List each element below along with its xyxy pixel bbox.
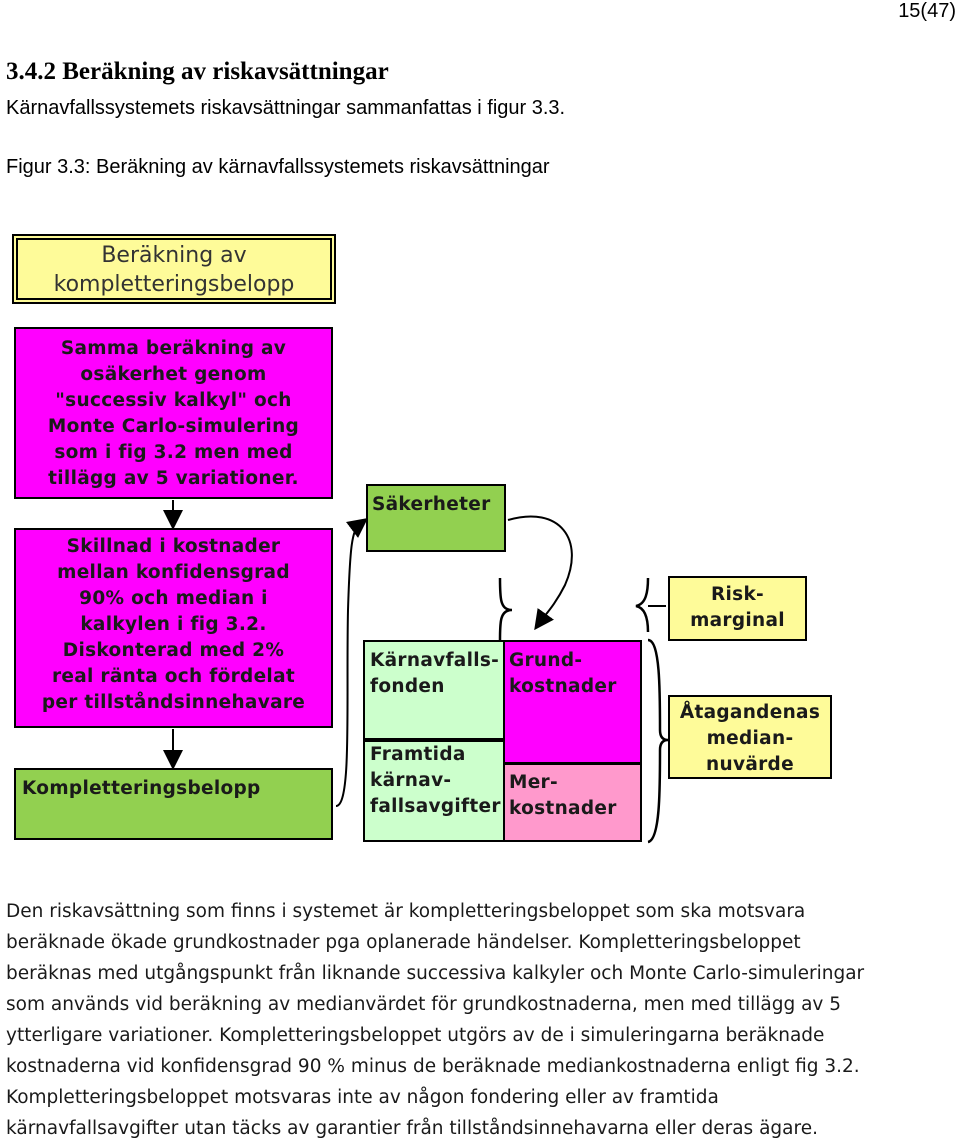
framtida-avgifter-box: Framtida kärnav- fallsavgifter bbox=[363, 740, 505, 842]
section-intro: Kärnavfallssystemets riskavsättningar sa… bbox=[6, 97, 566, 119]
sakerheter-box: Säkerheter bbox=[366, 484, 506, 552]
grund-line: Grund- bbox=[509, 650, 583, 671]
grund-line: kostnader bbox=[509, 676, 617, 697]
komplettering-label: Kompletteringsbelopp bbox=[22, 778, 261, 799]
samma-berakning-box: Samma beräkning av osäkerhet genom "succ… bbox=[14, 327, 333, 499]
merkostnader-box: Mer- kostnader bbox=[503, 763, 642, 842]
samma-line: Samma beräkning av bbox=[60, 338, 287, 359]
atagandenas-box: Åtagandenas median- nuvärde bbox=[668, 695, 832, 779]
body-line: som används vid beräkning av medianvärde… bbox=[6, 994, 842, 1015]
body-line: beräknas med utgångspunkt från liknande … bbox=[6, 963, 865, 984]
body-line: kostnaderna vid konfidensgrad 90 % minus… bbox=[6, 1056, 860, 1077]
skillnad-line: Skillnad i kostnader bbox=[66, 536, 281, 557]
fonden-line: Kärnavfalls- bbox=[370, 650, 500, 671]
title-box: Beräkning av kompletteringsbelopp bbox=[12, 234, 336, 304]
skillnad-line: mellan konfidensgrad bbox=[57, 562, 290, 583]
body-line: kärnavfallsavgifter utan täcks av garant… bbox=[6, 1118, 818, 1139]
ata-line: median- bbox=[706, 728, 794, 749]
fonden-line: fonden bbox=[370, 676, 445, 697]
skillnad-line: 90% och median i bbox=[79, 588, 268, 609]
skillnad-line: per tillståndsinnehavare bbox=[41, 692, 306, 713]
skillnad-line: real ränta och fördelat bbox=[51, 666, 295, 687]
skillnad-line: Diskonterad med 2% bbox=[62, 640, 285, 661]
page-number: 15(47) bbox=[898, 0, 956, 22]
framtida-line: kärnav- bbox=[370, 770, 452, 791]
samma-line: osäkerhet genom bbox=[80, 364, 267, 385]
risk-line: Risk- bbox=[710, 584, 765, 605]
framtida-line: fallsavgifter bbox=[370, 796, 501, 817]
samma-line: tillägg av 5 variationer. bbox=[48, 468, 299, 489]
body-line: Den riskavsättning som finns i systemet … bbox=[6, 901, 806, 922]
framtida-line: Framtida bbox=[370, 744, 466, 765]
grundkostnader-box: Grund- kostnader bbox=[503, 640, 642, 764]
mer-line: Mer- bbox=[509, 772, 558, 793]
title-line: Beräkning av bbox=[101, 243, 247, 268]
body-line: Kompletteringsbeloppet motsvaras inte av… bbox=[6, 1087, 719, 1108]
risk-line: marginal bbox=[690, 610, 785, 631]
sakerheter-label: Säkerheter bbox=[372, 494, 491, 515]
brace-riskmarginal bbox=[635, 577, 650, 633]
mer-line: kostnader bbox=[509, 798, 617, 819]
section-heading: 3.4.2 Beräkning av riskavsättningar bbox=[6, 58, 389, 85]
skillnad-box: Skillnad i kostnader mellan konfidensgra… bbox=[14, 528, 333, 728]
samma-line: Monte Carlo-simulering bbox=[47, 416, 300, 437]
figure-connectors bbox=[163, 500, 669, 844]
figure-caption: Figur 3.3: Beräkning av kärnavfallssyste… bbox=[6, 156, 550, 178]
body-line: ytterligare variationer. Kompletteringsb… bbox=[6, 1025, 825, 1046]
brace-grund-mer bbox=[647, 638, 669, 844]
skillnad-line: kalkylen i fig 3.2. bbox=[80, 614, 267, 635]
riskmarginal-box: Risk- marginal bbox=[668, 576, 807, 641]
samma-line: "successiv kalkyl" och bbox=[55, 390, 292, 411]
arrow-komp-to-sakerheter bbox=[335, 517, 368, 807]
body-paragraph: Den riskavsättning som finns i systemet … bbox=[6, 896, 956, 1144]
kompletteringsbelopp-box: Kompletteringsbelopp bbox=[14, 768, 333, 840]
arrow-sakerheter-to-grund bbox=[507, 515, 573, 631]
samma-line: som i fig 3.2 men med bbox=[54, 442, 293, 463]
title-line: kompletteringsbelopp bbox=[53, 272, 295, 297]
ata-line: nuvärde bbox=[706, 754, 794, 775]
ata-line: Åtagandenas bbox=[679, 702, 821, 723]
body-line: beräknade ökade grundkostnader pga oplan… bbox=[6, 932, 801, 953]
brace-fonden-grund bbox=[498, 577, 513, 641]
